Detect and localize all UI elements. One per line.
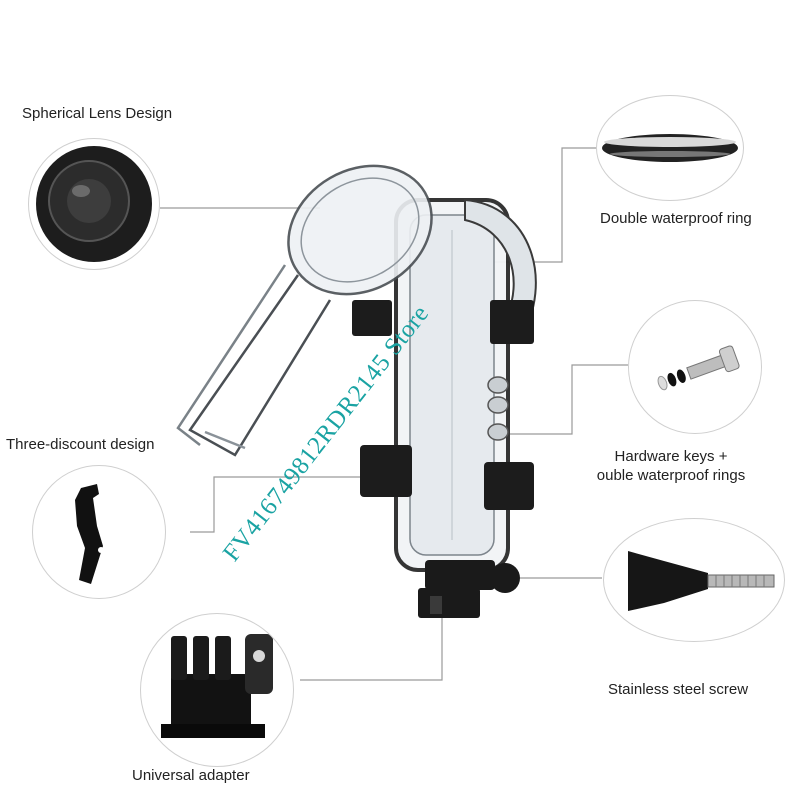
hardware-keys-label: Hardware keys + ouble waterproof rings	[582, 447, 760, 485]
double-ring-label: Double waterproof ring	[600, 210, 752, 227]
hinge-circle	[32, 465, 166, 599]
housing-buttons	[487, 376, 509, 441]
spherical-lens-circle	[28, 138, 160, 270]
housing-open-lid	[176, 164, 433, 457]
housing-bottom-mount	[418, 560, 520, 618]
hardware-keys-icon	[657, 345, 740, 391]
universal-adapter-icon	[161, 634, 273, 738]
leader-line-adapter	[300, 610, 443, 681]
spherical-lens-label: Spherical Lens Design	[22, 105, 173, 122]
housing-lock-clip	[484, 462, 534, 510]
leader-line-hinge	[190, 476, 360, 533]
three-discount-label: Three-discount design	[6, 436, 155, 453]
steel-screw-icon	[628, 551, 775, 611]
leader-line-keys	[510, 364, 628, 435]
hardware-keys-circle	[628, 300, 762, 434]
hinge-latch-icon	[75, 484, 104, 584]
steel-screw-label: Stainless steel screw	[608, 681, 749, 698]
waterproof-ring-circle	[596, 95, 744, 201]
universal-adapter-label: Universal adapter	[132, 767, 250, 784]
housing-hinge-clip	[360, 445, 412, 497]
universal-adapter-circle	[140, 613, 294, 767]
hardware-keys-label-line1: Hardware keys +	[614, 448, 728, 465]
housing-top-latch	[352, 300, 392, 336]
housing-right-latch	[490, 300, 534, 344]
spherical-lens-icon	[36, 146, 152, 262]
steel-screw-circle	[603, 518, 785, 642]
waterproof-ring-icon	[602, 134, 738, 162]
hardware-keys-label-line2: ouble waterproof rings	[596, 467, 746, 484]
